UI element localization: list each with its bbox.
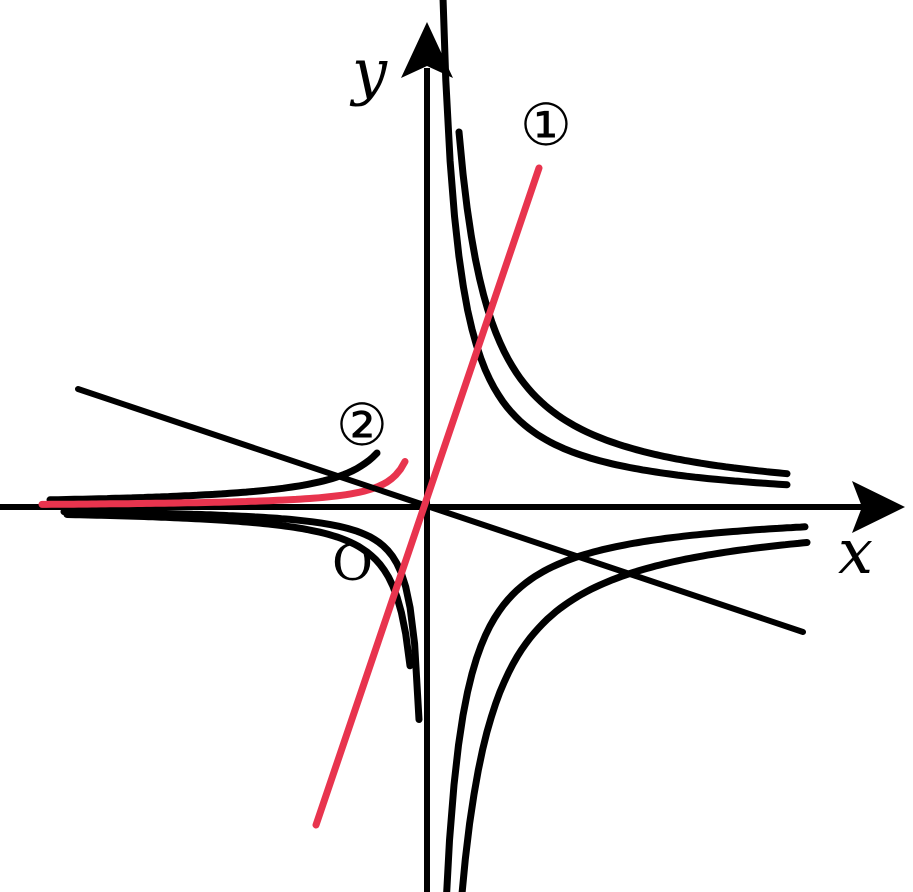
y-axis-label: y [349, 35, 388, 108]
curve-bottom-right-inner [443, 523, 809, 892]
curve-top-right-inner [439, 0, 791, 489]
curve-top-right-outer [455, 128, 791, 478]
line-1-label: ① [520, 91, 572, 159]
origin-label: O [332, 534, 373, 592]
curve-2-label: ② [336, 391, 388, 459]
red-curve-2 [38, 458, 409, 508]
curve-top-left [46, 449, 381, 504]
x-axis-label: x [838, 515, 873, 588]
black-line-negative-slope [75, 386, 806, 635]
x-axis-arrowhead [852, 481, 905, 533]
red-line-1 [312, 164, 543, 829]
black-hyperbola-curves [46, 0, 811, 892]
y-axis-arrowhead [401, 22, 453, 78]
curve-bottom-left-outer [63, 511, 414, 670]
